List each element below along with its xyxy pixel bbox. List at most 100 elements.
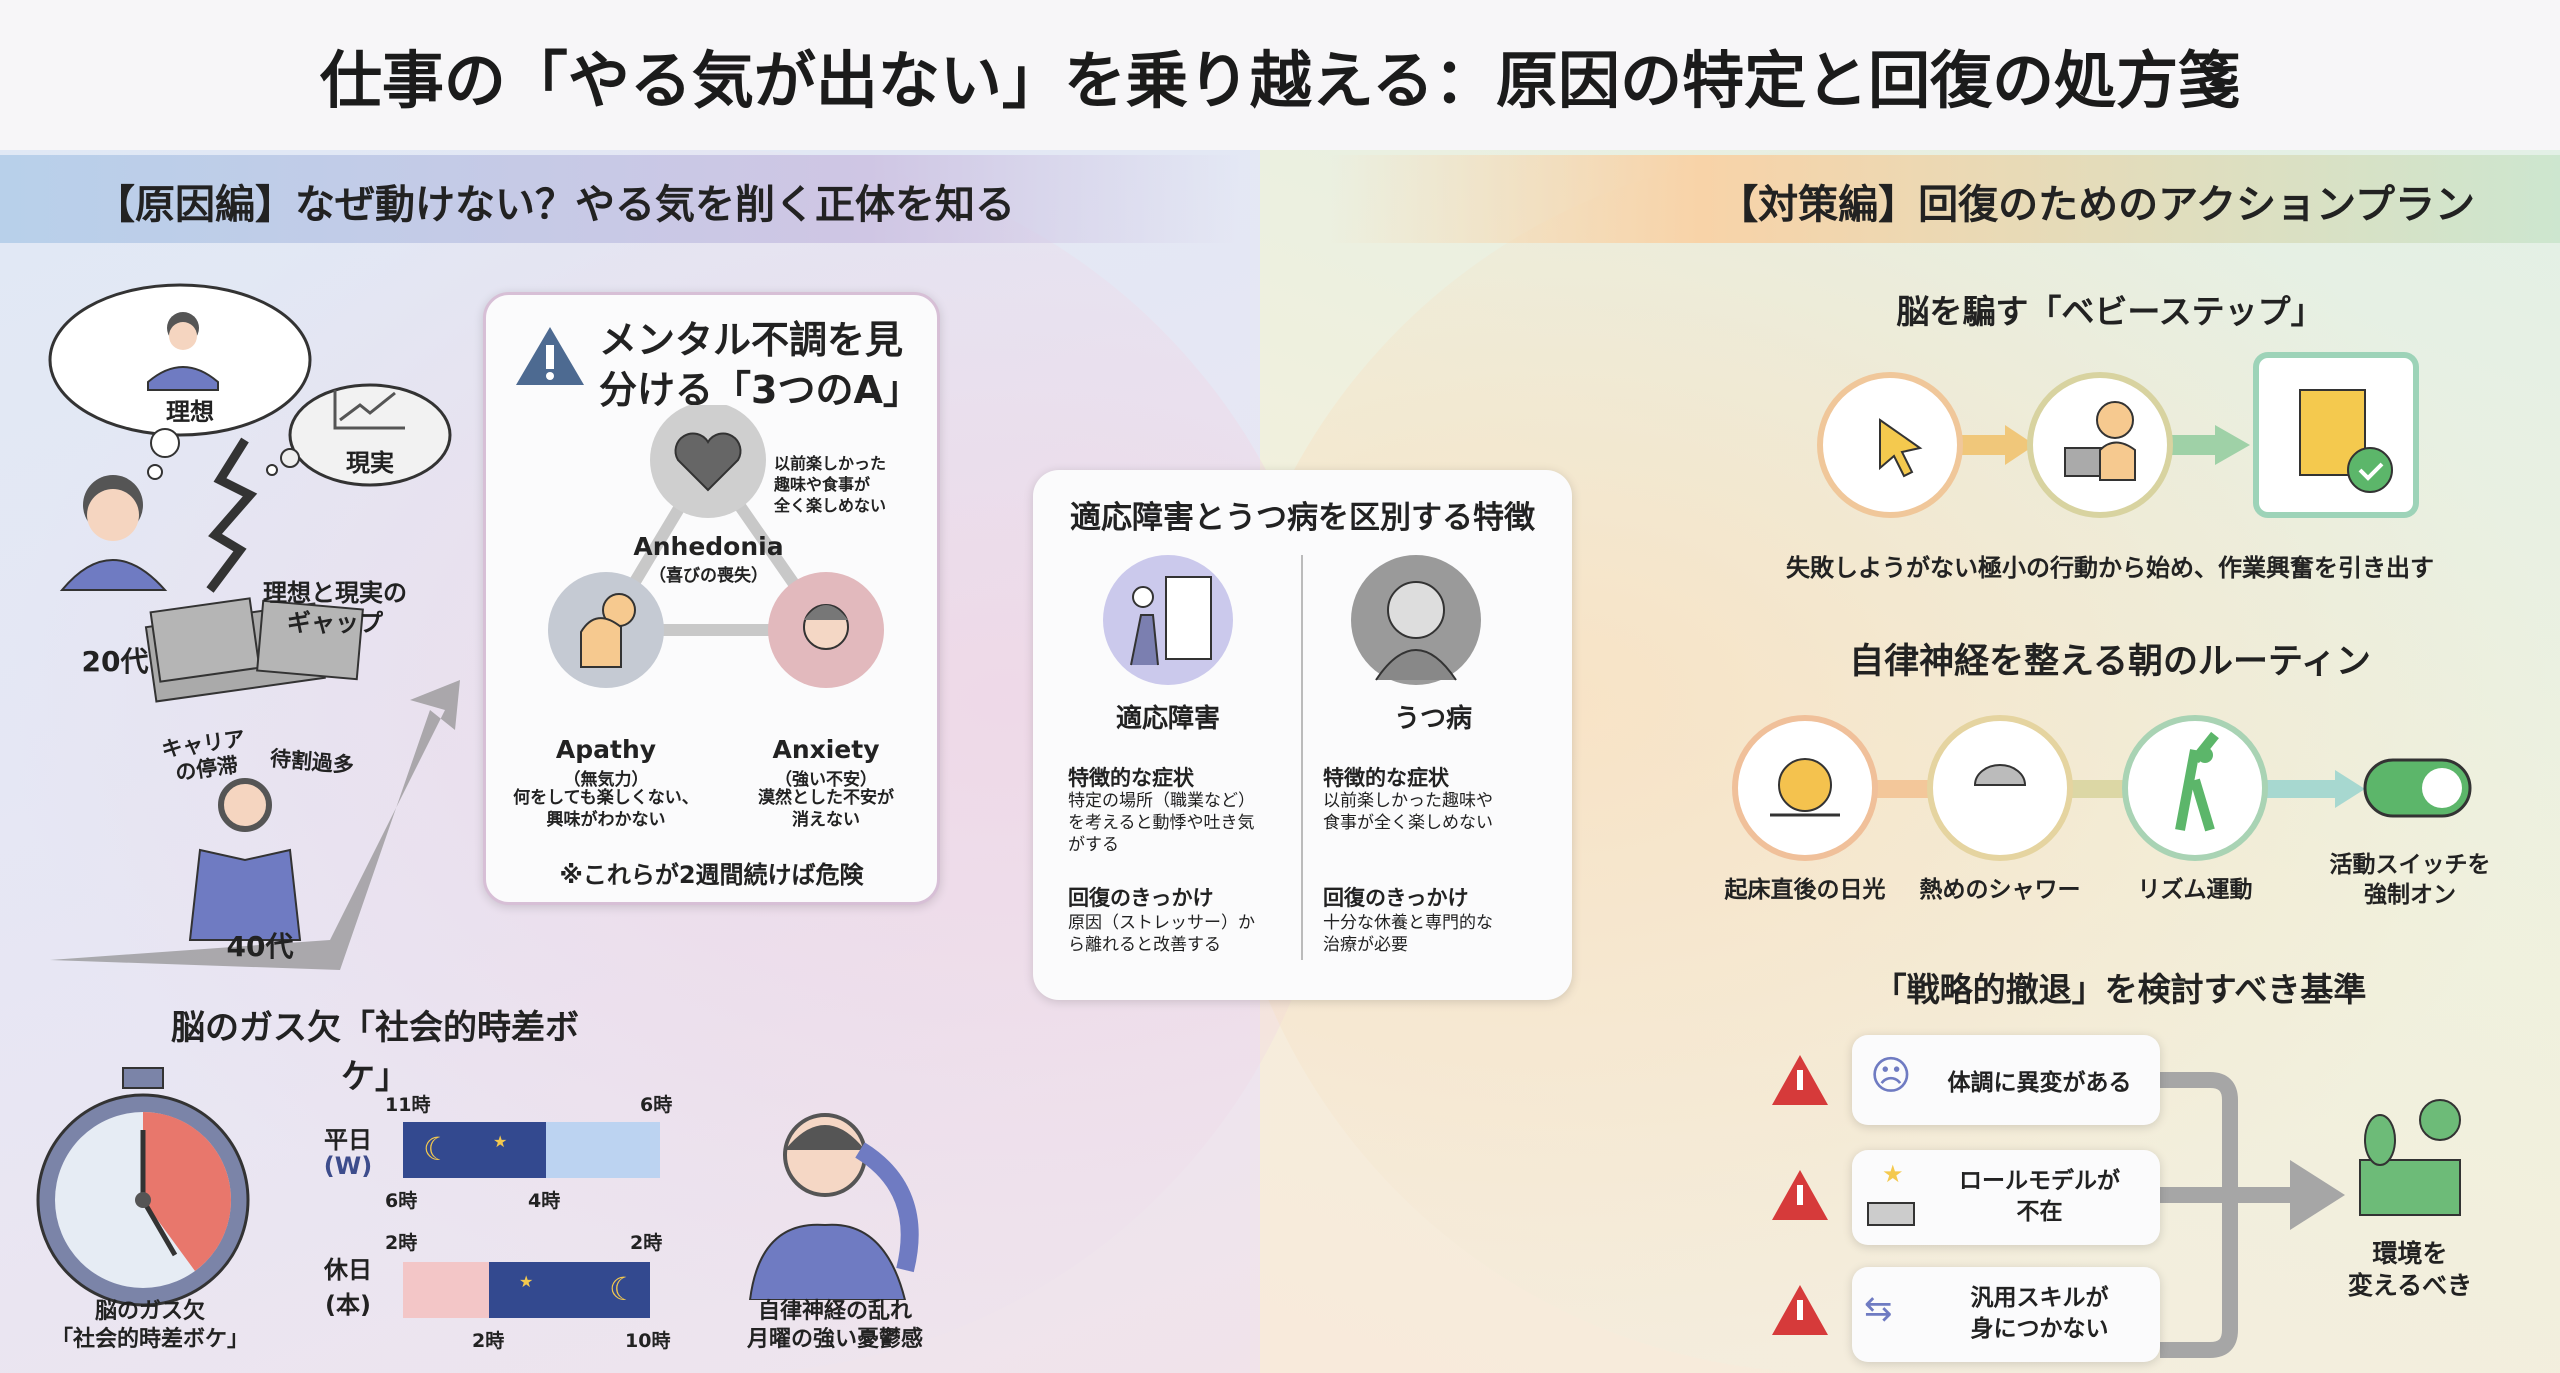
baby-step-flow [1817,352,2419,518]
depression-symptom-heading: 特徴的な症状 [1323,766,1449,790]
action-header: 【対策編】回復のためのアクションプラン [1718,182,2475,228]
gas-title: 脳のガス欠「社会的時差ボケ」 [171,1008,579,1097]
sick-person-icon: ☹ [1870,1053,1912,1099]
action-header-band [1330,155,2560,243]
retreat-flow [1772,1055,2461,1358]
wd-bot-mid: 4時 [528,1190,561,1212]
laptop-icon [2064,447,2106,477]
cause-header-band [0,155,1240,243]
criterion-health-text: 体調に異変がある [1947,1070,2132,1096]
star-icon: ★ [493,1132,508,1151]
warning-icon-3 [1772,1285,1828,1335]
nature-icon [2359,1099,2461,1216]
holiday-sleep-bar: ☾★ [489,1262,650,1318]
warning-icon-1 [1772,1055,1828,1105]
adjustment-symptom: 特定の場所（職業など） を考えると動悸や吐き気 がする [1068,791,1255,855]
podium-icon [1867,1202,1915,1226]
anxiety-desc: 漠然とした不安が 消えない [758,788,894,830]
sun-icon [1778,758,1832,812]
adjustment-recovery: 原因（ストレッサー）か ら離れると改善する [1068,913,1255,955]
anhedonia-sub: （喜びの喪失） [649,566,768,586]
adjustment-symptom-heading: 特徴的な症状 [1068,766,1194,790]
criterion-role-model: ★ ロールモデルが 不在 [1852,1150,2160,1245]
holiday-label: 休日 [324,1256,372,1284]
apathy-sub: （無気力） [563,770,649,790]
cursor-icon [1879,418,1923,478]
depression-recovery-heading: 回復のきっかけ [1323,886,1469,910]
depression-recovery: 十分な休養と専門的な 治療が必要 [1323,913,1493,955]
heart-icon [674,432,742,492]
danger-note: ※これらが2週間続けば危険 [559,861,864,889]
weekday-awake-bar [546,1122,660,1178]
ideal-label: 理想 [166,398,214,426]
man-caption: 自律神経の乱れ 月曜の強い憂鬱感 [746,1299,923,1352]
compare-title: 適応障害とうつ病を区別する特徴 [1070,500,1535,536]
col-adjustment-name: 適応障害 [1115,704,1220,734]
moon-icon: ☾ [609,1270,638,1308]
wd-top-left: 11時 [385,1094,431,1116]
wd-bot-left: 6時 [385,1190,418,1212]
criterion-role-model-text: ロールモデルが 不在 [1959,1168,2120,1225]
age-20s-label: 20代 [81,645,149,678]
three-a-diagram [548,405,884,688]
depression-symptom: 以前楽しかった趣味や 食事が全く楽しめない [1323,791,1493,833]
weekday-label: 平日 [324,1126,372,1154]
routine-title: 自律神経を整える朝のルーティン [1849,642,2371,682]
routine-step-2: 熱めのシャワー [1919,877,2081,903]
star-icon: ★ [519,1272,534,1291]
three-a-card: メンタル不調を見 分ける「3つのA」 以前楽しかった 趣味や食事が 全く楽しめな… [483,292,940,905]
shower-icon [1973,764,2027,786]
hd-top-right: 2時 [630,1232,663,1254]
tired-man-icon [748,1113,919,1300]
baby-step-caption: 失敗しようがない極小の行動から始め、作業興奮を引き出す [1786,554,2434,582]
warning-icon-2 [1772,1170,1828,1220]
gap-label: 理想と現実の ギャップ [263,579,407,637]
apathy-desc: 何をしても楽しくない、 興味がわかない [513,788,699,830]
moon-icon: ☾ [423,1130,452,1168]
hd-bot-mid: 2時 [472,1330,505,1352]
anxiety-label: Anxiety [772,735,880,764]
crossroads-person-icon: ⇆ [1864,1289,1893,1329]
gap-illustration [48,283,460,970]
cause-header: 【原因編】なぜ動けない？やる気を削く正体を知る [95,182,1015,228]
routine-step-4: 活動スイッチを 強制オン [2329,852,2491,908]
wd-top-right: 6時 [640,1094,673,1116]
weekday-abbr: (W) [323,1152,373,1180]
retreat-title: 「戦略的撤退」を検討すべき基準 [1873,970,2367,1009]
ideal-cloud [48,283,312,480]
depression-icon [1351,555,1481,685]
criterion-skills: ⇆ 汎用スキルが 身につかない [1852,1267,2160,1362]
person-20s [59,475,168,591]
hd-top-left: 2時 [385,1232,418,1254]
holiday-awake-bar [403,1262,489,1318]
routine-step-3: リズム運動 [2137,877,2253,903]
anhedonia-label: Anhedonia [633,532,784,561]
weekday-sleep-bar: ☾★ [403,1122,546,1178]
col-depression-name: うつ病 [1393,704,1472,734]
warning-icon [516,327,584,385]
criterion-skills-text: 汎用スキルが 身につかない [1970,1285,2109,1342]
retreat-result: 環境を 変えるべき [2347,1239,2473,1300]
age-40s-label: 40代 [226,930,294,963]
reality-cloud [266,383,452,487]
stopwatch-icon [36,1067,250,1307]
routine-flow [1732,715,2472,861]
anxiety-sub: （強い不安） [775,770,877,790]
hd-bot-right: 10時 [625,1330,671,1352]
check-icon [2347,447,2393,493]
work-step [2027,372,2173,518]
rising-arrow [50,680,460,970]
adjustment-disorder-icon [1103,555,1233,685]
shower-step [1927,715,2073,861]
main-title: 仕事の「やる気が出ない」を乗り越える：原因の特定と回復の処方箋 [319,44,2241,117]
lightning-icon [206,437,258,593]
adjustment-recovery-heading: 回復のきっかけ [1068,886,1214,910]
compare-card: 適応障害とうつ病を区別する特徴 適応障害 うつ病 特徴的な症状 特定の場所（職業… [1033,470,1572,1000]
podium-star-icon: ★ [1882,1160,1904,1188]
baby-step-title: 脳を騙す「ベビーステップ」 [1896,292,2324,331]
holiday-abbr: (本) [325,1291,371,1319]
anhedonia-desc: 以前楽しかった 趣味や食事が 全く楽しめない [774,454,887,515]
routine-step-1: 起床直後の日光 [1724,877,1886,903]
three-a-title: メンタル不調を見 分ける「3つのA」 [599,318,921,412]
criterion-health: ☹ 体調に異変がある [1852,1035,2160,1125]
